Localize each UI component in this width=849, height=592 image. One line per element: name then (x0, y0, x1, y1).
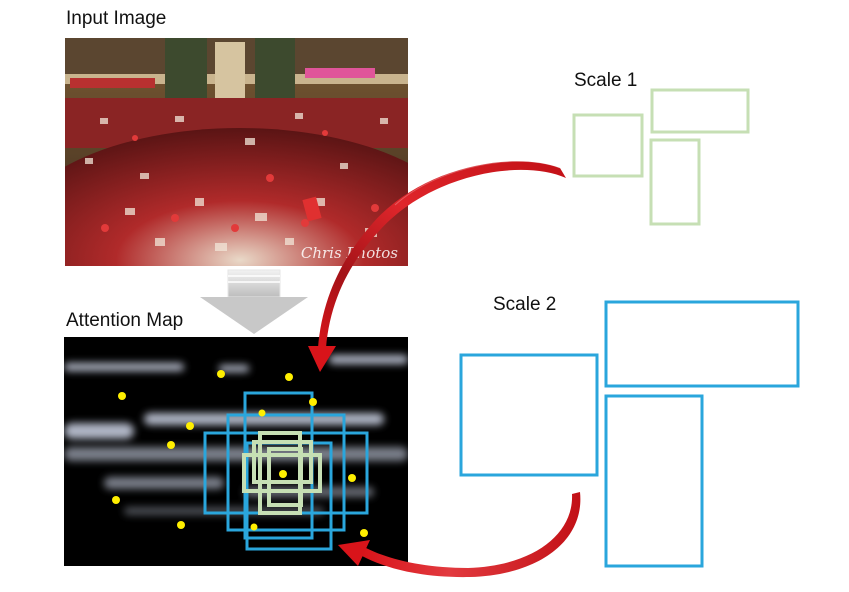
scale-2-label: Scale 2 (493, 294, 557, 315)
scale-2-box (604, 300, 800, 388)
scale-1-label: Scale 1 (574, 70, 638, 91)
head-point (360, 529, 368, 537)
head-point (309, 398, 317, 406)
scale-1-box (572, 113, 644, 178)
head-point (279, 470, 287, 478)
head-point (217, 370, 225, 378)
head-point (167, 441, 175, 449)
head-point (112, 496, 120, 504)
scale-2-boxes (459, 300, 800, 568)
head-point (348, 474, 356, 482)
head-point (186, 422, 194, 430)
scale-1-to-map-arrow-icon (308, 160, 566, 372)
scale-2-to-map-arrow-icon (338, 492, 581, 578)
attention-box-scale2 (226, 413, 346, 532)
scale-1-boxes (572, 88, 750, 226)
scale-1-box (650, 88, 750, 134)
head-point (118, 392, 126, 400)
down-arrow-icon (200, 269, 308, 334)
attention-map-image (64, 337, 408, 566)
attention-box-scale1 (267, 447, 303, 507)
input-image-label: Input Image (66, 8, 167, 29)
scale-2-box (459, 353, 599, 477)
attention-density-plot (64, 337, 408, 566)
attention-box-scale1 (242, 453, 322, 493)
head-point (258, 409, 266, 417)
head-point (177, 521, 185, 529)
attention-box-scale1 (252, 440, 313, 484)
head-point (285, 373, 293, 381)
head-point (250, 523, 258, 531)
photo-watermark: Chris Photos (300, 244, 398, 262)
crowd-photo (65, 38, 408, 266)
scale-1-box (649, 138, 701, 226)
input-crowd-image: Chris Photos (65, 38, 408, 266)
attention-map-label: Attention Map (66, 310, 184, 331)
head-points (112, 370, 368, 537)
scale-2-box (604, 394, 704, 568)
